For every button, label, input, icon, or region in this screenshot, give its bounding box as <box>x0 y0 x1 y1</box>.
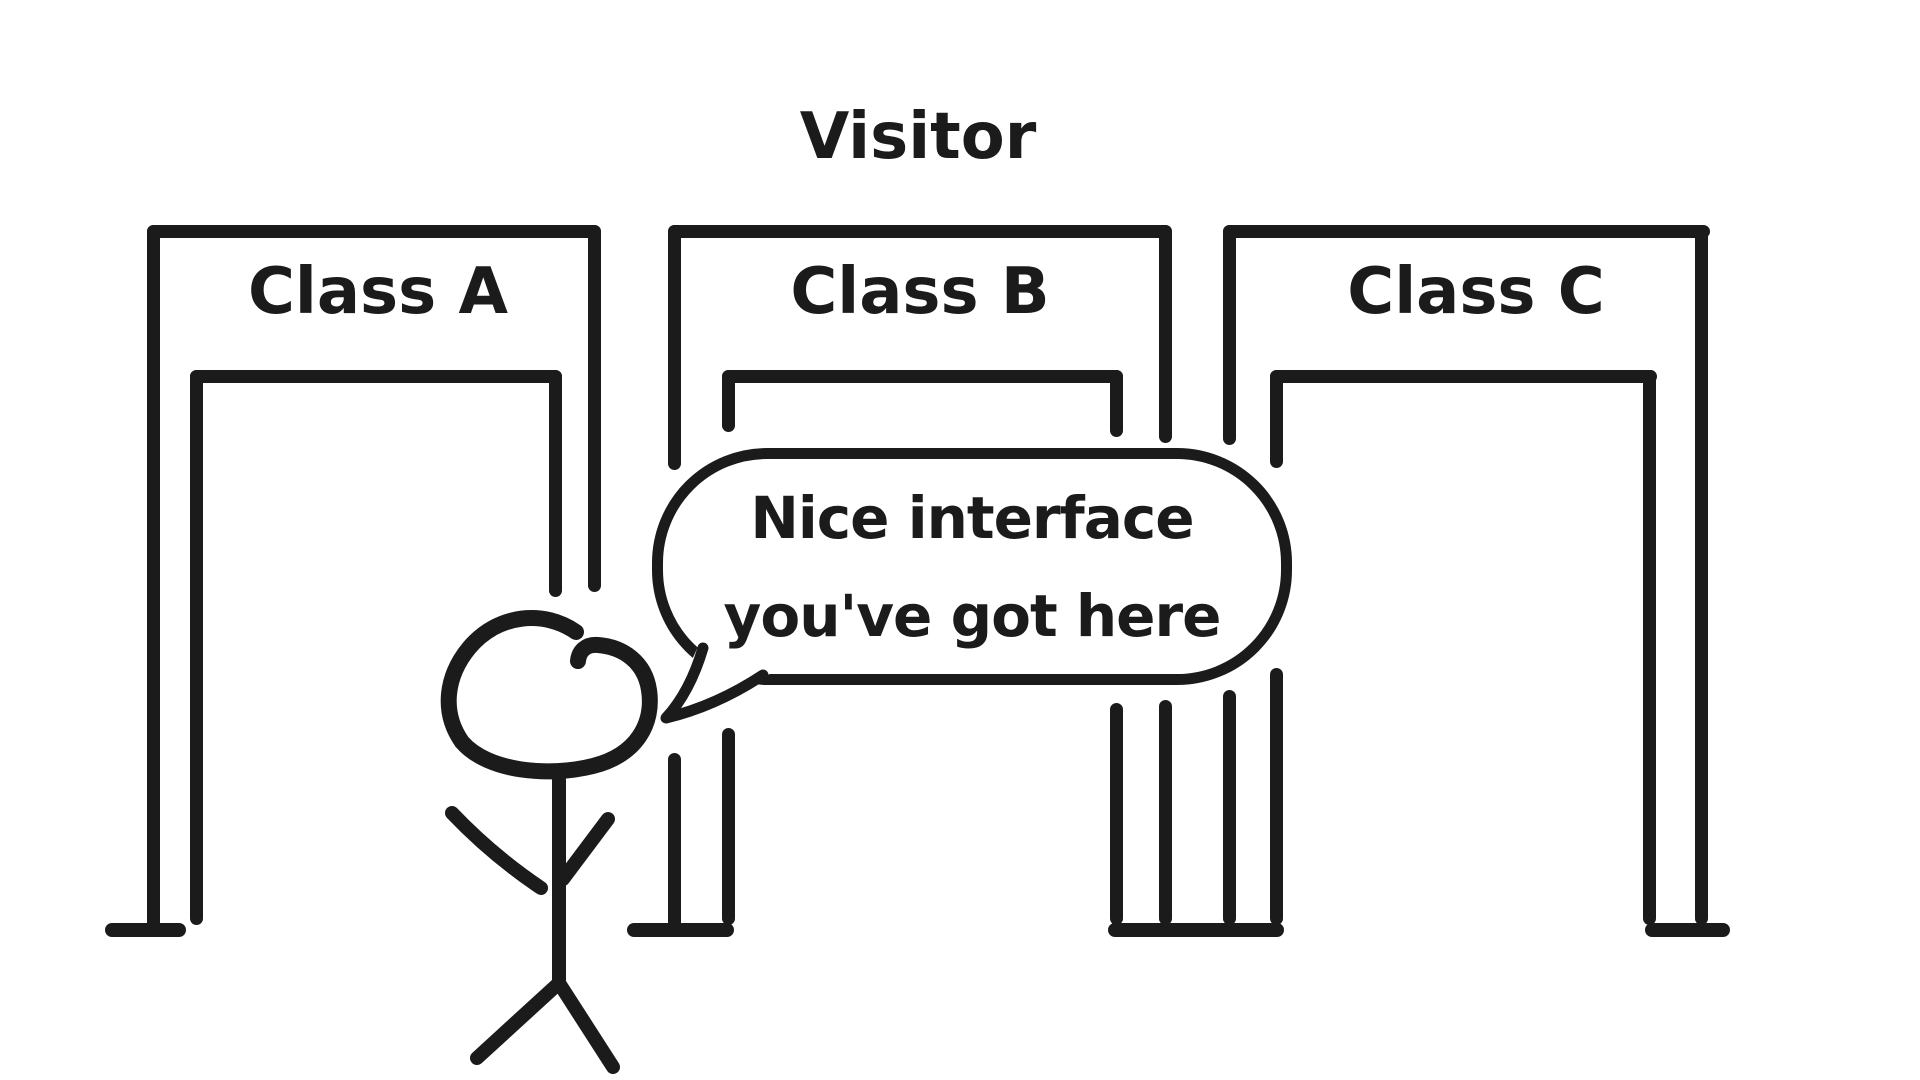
class-b-outer-top-bar <box>668 225 1172 238</box>
left-arm-line <box>445 806 548 895</box>
right-leg-line <box>552 976 620 1074</box>
right-arm-line <box>556 812 615 886</box>
class-a-outer-top-bar <box>147 225 601 238</box>
class-c-right-foot <box>1645 923 1730 937</box>
class-a-outer-left-post <box>147 225 160 937</box>
class-a-inner-left-post <box>190 370 203 925</box>
visitor-title: Visitor <box>799 100 1037 174</box>
class-b-outer-left-post-lower <box>668 753 681 930</box>
class-c-outer-left-post-lower <box>1223 690 1236 925</box>
class-b-right-class-c-left-merged-foot <box>1108 923 1284 937</box>
class-b-inner-top-bar <box>722 370 1123 383</box>
class-a-inner-right-post <box>549 370 562 597</box>
class-b-outer-right-post-upper <box>1159 225 1172 443</box>
class-a-label: Class A <box>247 255 509 329</box>
class-c-outer-right-post <box>1695 225 1708 925</box>
class-a-inner-top-bar <box>190 370 562 383</box>
class-b-outer-left-post-upper <box>668 225 681 470</box>
head-outline <box>440 610 658 780</box>
class-b-left-foot <box>627 923 734 937</box>
speech-bubble: Nice interface you've got here <box>652 448 1292 685</box>
class-b-inner-left-post-upper <box>722 370 735 432</box>
class-c-inner-left-post-upper <box>1270 370 1283 468</box>
class-b-inner-right-post-upper <box>1110 370 1123 437</box>
class-c-inner-right-post <box>1643 370 1656 925</box>
class-a-left-foot <box>105 923 186 937</box>
class-c-outer-top-bar <box>1223 225 1710 238</box>
class-b-outer-right-post-lower <box>1159 700 1172 925</box>
class-b-inner-left-post-lower <box>722 728 735 925</box>
class-c-inner-left-post-lower <box>1270 668 1283 925</box>
class-c-label: Class C <box>1347 255 1605 329</box>
speech-bubble-line-1: Nice interface <box>750 483 1194 552</box>
class-a-outer-right-post <box>588 225 601 592</box>
class-c-inner-top-bar <box>1270 370 1657 383</box>
left-leg-line <box>470 976 566 1065</box>
speech-bubble-line-2: you've got here <box>723 581 1222 650</box>
class-b-inner-right-post-lower <box>1110 703 1123 925</box>
class-c-outer-left-post-upper <box>1223 225 1236 445</box>
class-b-label: Class B <box>790 255 1050 329</box>
